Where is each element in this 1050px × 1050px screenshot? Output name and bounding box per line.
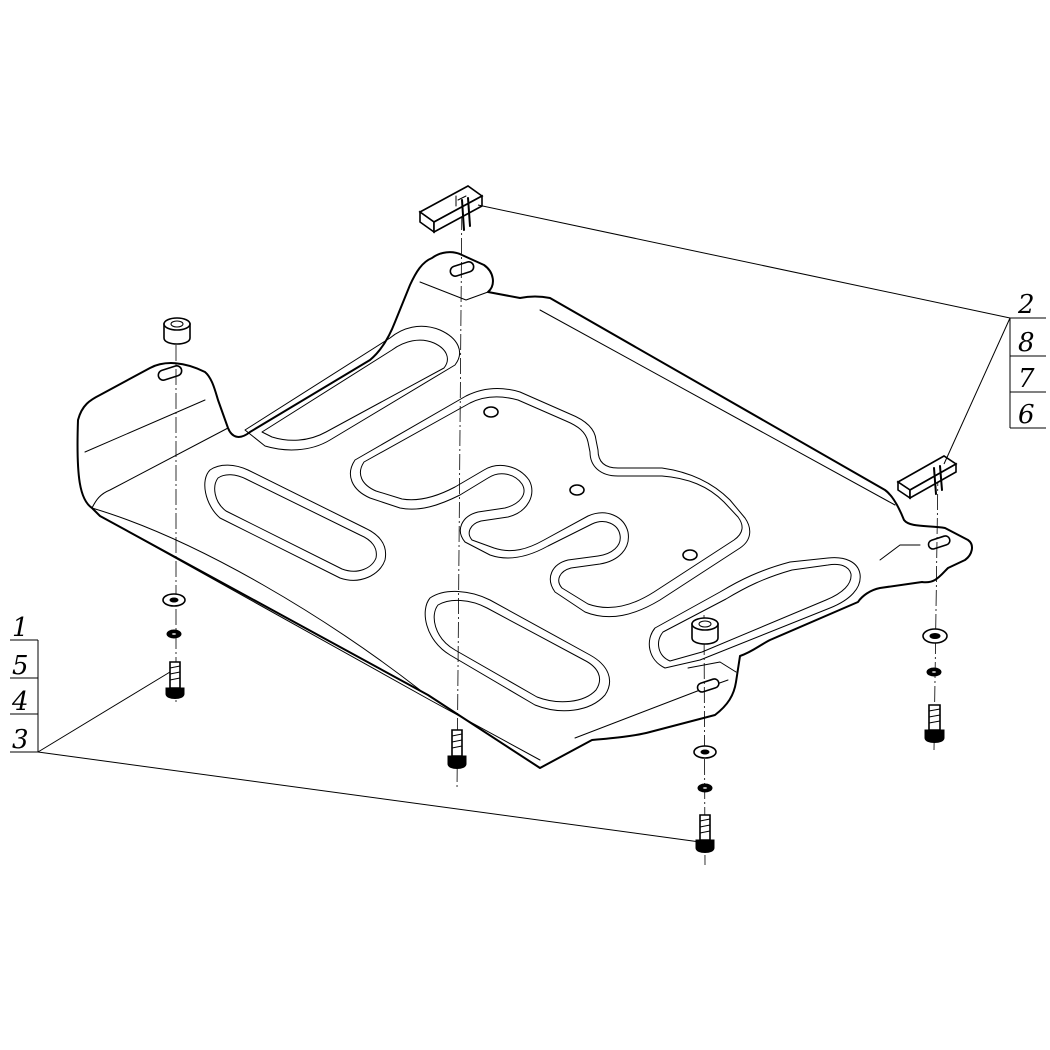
leader-right-to-plate-right bbox=[943, 317, 1011, 465]
front-edge-thickness bbox=[99, 515, 541, 761]
left-flange-edge bbox=[84, 399, 206, 453]
fastener-stack-rear bbox=[447, 729, 467, 769]
leader-right-to-plate-rear bbox=[477, 204, 1011, 319]
rib-rear-inner bbox=[261, 339, 448, 441]
nut-plate-right bbox=[896, 455, 958, 500]
rib-left-outer bbox=[204, 464, 387, 581]
rib-front-outer bbox=[424, 590, 610, 712]
fastener-stack-front bbox=[693, 745, 717, 853]
rib-left-inner bbox=[214, 474, 377, 572]
rib-center-inner bbox=[360, 396, 743, 609]
callout-right-4: 6 bbox=[1018, 400, 1035, 430]
bushing-left bbox=[163, 317, 191, 345]
slot-right-tab bbox=[927, 535, 951, 550]
rib-front-inner bbox=[433, 600, 600, 703]
leader-left-to-bolt-left bbox=[37, 671, 171, 753]
callout-stack-right: 2 8 7 6 bbox=[1009, 290, 1046, 430]
rib-right-inner bbox=[658, 563, 852, 662]
callout-right-2: 8 bbox=[1018, 328, 1035, 358]
callout-left-1: 1 bbox=[12, 613, 29, 643]
spacer-bushings bbox=[163, 317, 719, 645]
centerline-rear bbox=[456, 189, 463, 791]
leader-lines bbox=[37, 204, 1011, 843]
left-flange-bend bbox=[91, 427, 229, 509]
rib-center-outer bbox=[350, 388, 751, 618]
callout-left-3: 4 bbox=[11, 687, 29, 717]
rear-tab-bend bbox=[419, 281, 489, 301]
callout-left-2: 5 bbox=[12, 651, 29, 681]
centerline-right bbox=[933, 469, 939, 751]
centerline-front bbox=[703, 614, 706, 866]
slot-left-flange bbox=[157, 365, 183, 381]
fastener-stack-left bbox=[162, 593, 186, 699]
callout-right-1: 2 bbox=[1017, 290, 1035, 320]
rib-right-outer bbox=[648, 557, 861, 669]
slot-rear-tab bbox=[449, 261, 475, 277]
drain-hole-2 bbox=[569, 484, 585, 496]
nut-plate-rear bbox=[418, 185, 484, 234]
callout-stack-left: 1 5 4 3 bbox=[10, 613, 39, 755]
drain-hole-3 bbox=[682, 549, 698, 561]
rib-rear-outer bbox=[244, 325, 460, 451]
front-skirt bbox=[91, 507, 421, 691]
callout-right-3: 7 bbox=[1018, 364, 1035, 394]
skid-plate bbox=[76, 251, 973, 769]
right-flange-bend bbox=[879, 544, 921, 561]
bushing-front bbox=[691, 617, 719, 645]
front-tab-inner bbox=[687, 661, 737, 673]
plate-outline bbox=[76, 251, 973, 769]
center-lines bbox=[175, 189, 939, 866]
slot-front-tab bbox=[696, 678, 720, 693]
drain-hole-1 bbox=[483, 406, 499, 418]
callout-left-4: 3 bbox=[12, 725, 29, 755]
right-flange-edge bbox=[539, 309, 896, 506]
leader-left-to-bolt-front bbox=[37, 751, 701, 843]
fastener-stack-right bbox=[922, 628, 948, 743]
